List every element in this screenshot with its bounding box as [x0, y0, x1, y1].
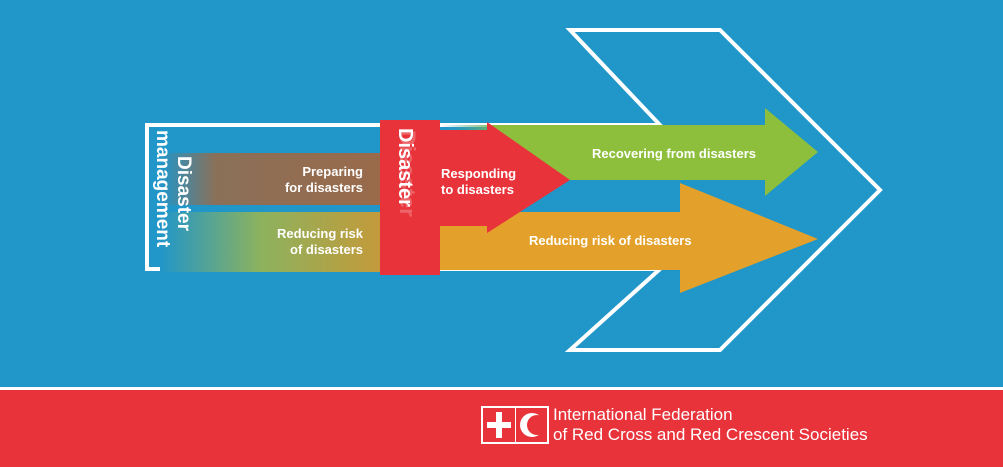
organization-name: International Federation of Red Cross an…	[553, 405, 868, 445]
responding-label-line2: to disasters	[441, 182, 514, 197]
preparing-label-line2: for disasters	[285, 180, 363, 195]
reducing-right-label: Reducing risk of disasters	[529, 233, 692, 248]
preparing-bar	[160, 153, 382, 205]
organization-name-line2: of Red Cross and Red Crescent Societies	[553, 425, 868, 444]
organization-name-line1: International Federation	[553, 405, 733, 424]
reducing-label-line1: Reducing risk	[277, 226, 364, 241]
disaster-label-ghost: Disaster	[395, 130, 420, 217]
recovering-arrow	[490, 108, 818, 196]
frame-label-line2: management	[152, 130, 173, 248]
recovering-label: Recovering from disasters	[592, 146, 756, 161]
reducing-risk-arrow-right	[382, 183, 818, 293]
red-cross-red-crescent-logo	[481, 406, 549, 444]
reducing-label-line2: of disasters	[290, 242, 363, 257]
responding-arrow	[430, 122, 570, 233]
disaster-label: Disaster	[394, 128, 416, 207]
separator-line	[0, 387, 1003, 390]
reducing-risk-bar-left	[160, 212, 382, 272]
responding-label-line1: Responding	[441, 166, 516, 181]
frame-label-line1: Disaster	[173, 156, 194, 232]
preparing-label-line1: Preparing	[302, 164, 363, 179]
disaster-bar	[380, 120, 440, 275]
